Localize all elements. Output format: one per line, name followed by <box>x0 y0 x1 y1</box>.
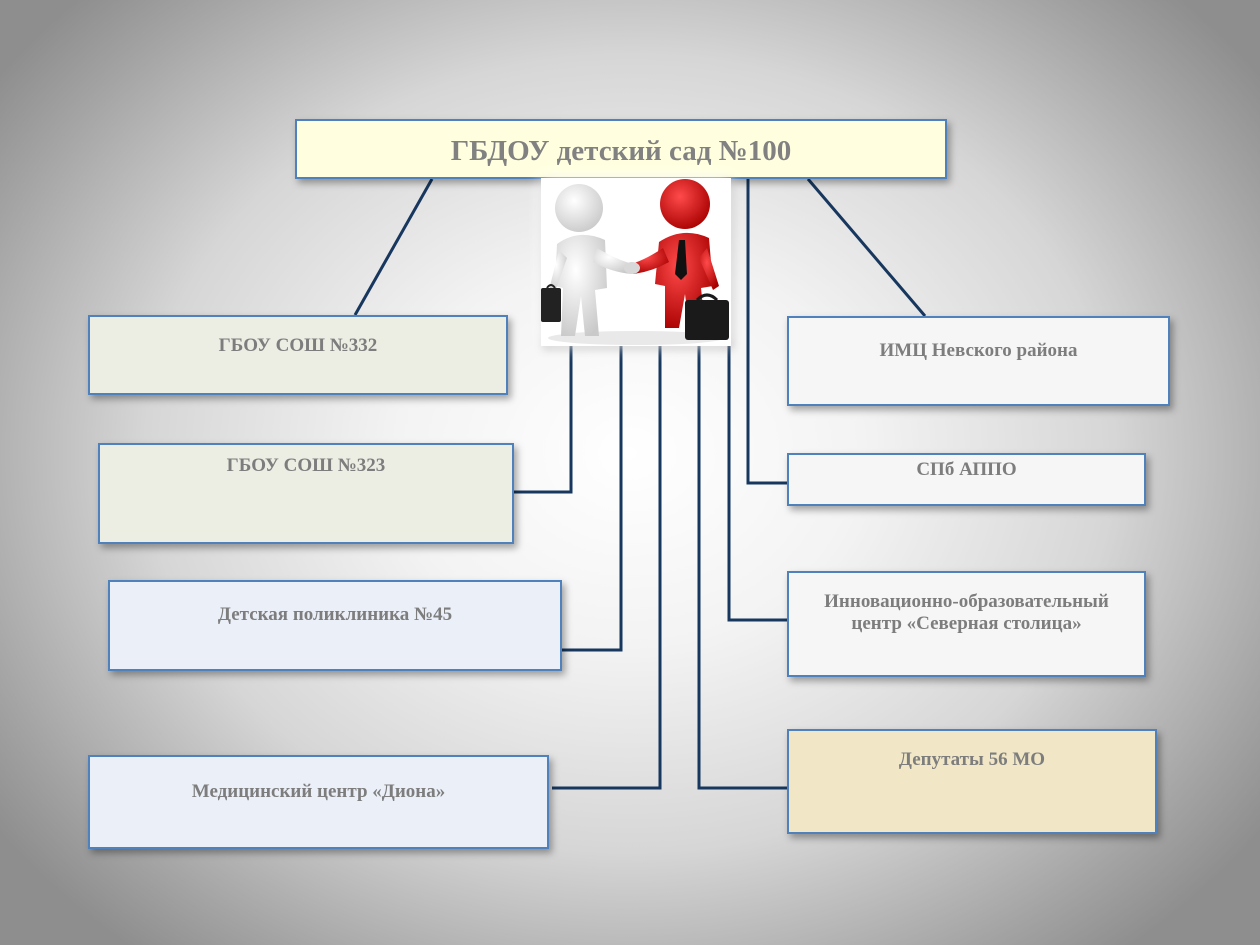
partner-box-diona-medical-center: Медицинский центр «Диона» <box>88 755 549 849</box>
connector-soh-323 <box>514 346 573 494</box>
handshake-illustration <box>541 178 731 346</box>
connector-title-left <box>353 178 434 316</box>
red-figure-icon <box>631 179 729 340</box>
partner-box-school-332: ГБОУ СОШ №332 <box>88 315 508 395</box>
partner-label-line-1: Инновационно-образовательный <box>824 591 1109 612</box>
partner-box-deputies-56-mo: Депутаты 56 МО <box>787 729 1157 834</box>
partner-label: Детская поликлиника №45 <box>217 604 453 625</box>
partner-box-imc-nevsky: ИМЦ Невского района <box>787 316 1170 406</box>
partner-box-polyclinic-45: Детская поликлиника №45 <box>108 580 562 671</box>
partner-label: СПб АППО <box>916 459 1017 480</box>
white-figure-icon <box>541 184 633 336</box>
partner-label: Депутаты 56 МО <box>898 749 1046 770</box>
title-label: ГБДОУ детский сад №100 <box>450 135 792 167</box>
title-box: ГБДОУ детский сад №100 <box>295 119 947 179</box>
partner-box-innovation-center: Инновационно-образовательный центр «Севе… <box>787 571 1146 677</box>
connector-polyclinic <box>562 346 623 652</box>
partner-label: ИМЦ Невского района <box>879 340 1078 361</box>
partner-box-school-323: ГБОУ СОШ №323 <box>98 443 514 544</box>
connector-innov <box>727 346 787 622</box>
partner-label: Медицинский центр «Диона» <box>191 781 446 802</box>
connector-appo <box>746 179 787 485</box>
partner-label-line-2: центр «Северная столица» <box>851 613 1082 634</box>
connector-diona <box>552 346 662 790</box>
partner-box-spb-appo: СПб АППО <box>787 453 1146 506</box>
connector-deputies <box>697 346 787 790</box>
partner-label: ГБОУ СОШ №332 <box>218 335 378 356</box>
connector-title-right <box>806 178 927 317</box>
partner-label: ГБОУ СОШ №323 <box>226 455 386 476</box>
